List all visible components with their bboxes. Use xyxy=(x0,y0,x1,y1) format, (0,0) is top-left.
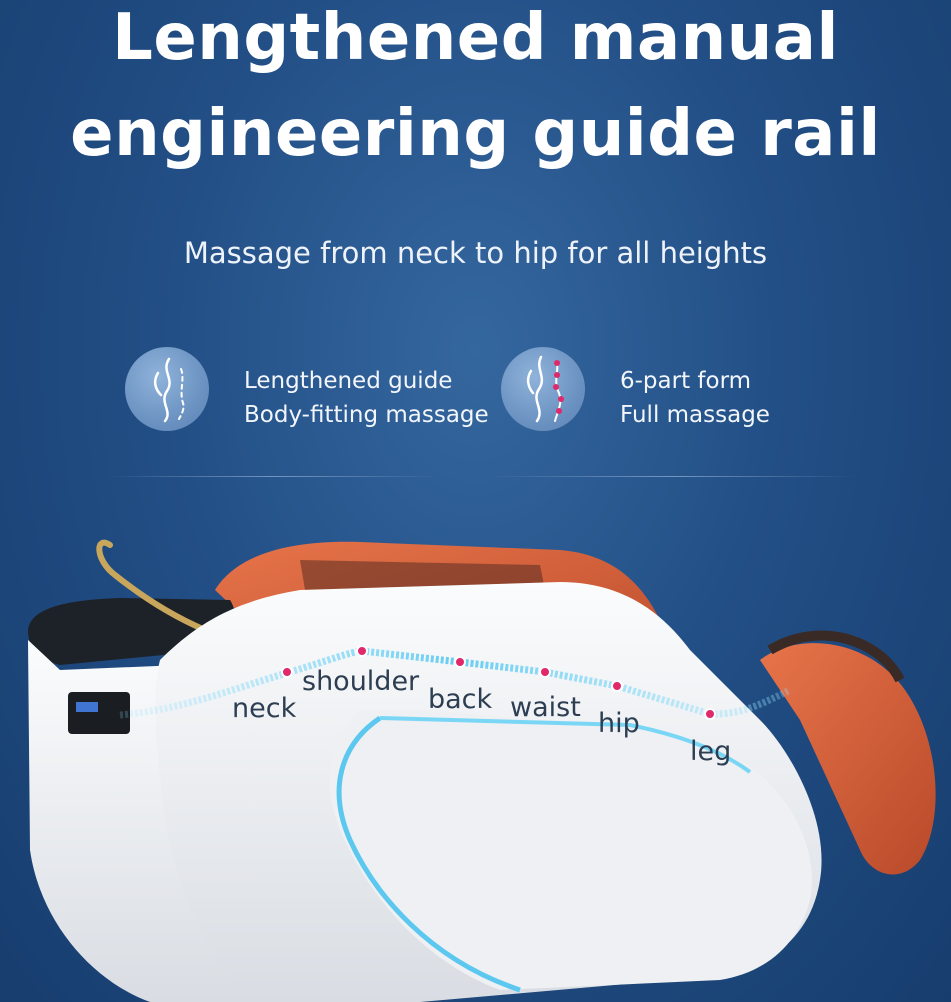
massage-point-neck xyxy=(281,666,293,678)
feature-1-line-2: Body-fitting massage xyxy=(244,402,489,428)
leg-rest xyxy=(760,643,936,875)
label-shoulder: shoulder xyxy=(302,666,420,697)
subtitle: Massage from neck to hip for all heights xyxy=(183,236,768,270)
massage-point-shoulder xyxy=(356,645,368,657)
feature-2-line-2: Full massage xyxy=(620,402,770,428)
spine-curve-icon xyxy=(125,347,209,431)
massage-point-hip xyxy=(611,680,623,692)
label-waist: waist xyxy=(510,692,581,723)
feature-2-line-1: 6-part form xyxy=(620,368,752,394)
massage-point-waist xyxy=(539,666,551,678)
feature-lengthened-guide: Lengthened guide Body-fitting massage xyxy=(244,364,489,432)
leg-rest-seam xyxy=(767,630,905,683)
divider-right xyxy=(488,476,858,477)
rail-glow-upper xyxy=(379,716,752,774)
faucet xyxy=(96,539,208,633)
backrest-panel xyxy=(300,560,545,590)
guide-rail xyxy=(119,647,792,719)
title-line-1: Lengthened manual xyxy=(112,1,839,75)
label-back: back xyxy=(428,684,493,715)
label-neck: neck xyxy=(232,693,297,724)
rail-glow-lower xyxy=(336,715,521,993)
massage-point-markers xyxy=(281,645,716,720)
feature-1-line-1: Lengthened guide xyxy=(244,368,453,394)
massage-point-leg xyxy=(704,708,716,720)
body-points-icon xyxy=(501,347,585,431)
divider-left xyxy=(105,476,440,477)
display-readout xyxy=(76,702,98,712)
side-panel xyxy=(329,710,812,990)
label-leg: leg xyxy=(690,736,731,767)
title-line-2: engineering guide rail xyxy=(70,97,881,171)
massage-point-back xyxy=(454,656,466,668)
feature-six-part: 6-part form Full massage xyxy=(620,364,770,432)
label-hip: hip xyxy=(598,708,640,739)
